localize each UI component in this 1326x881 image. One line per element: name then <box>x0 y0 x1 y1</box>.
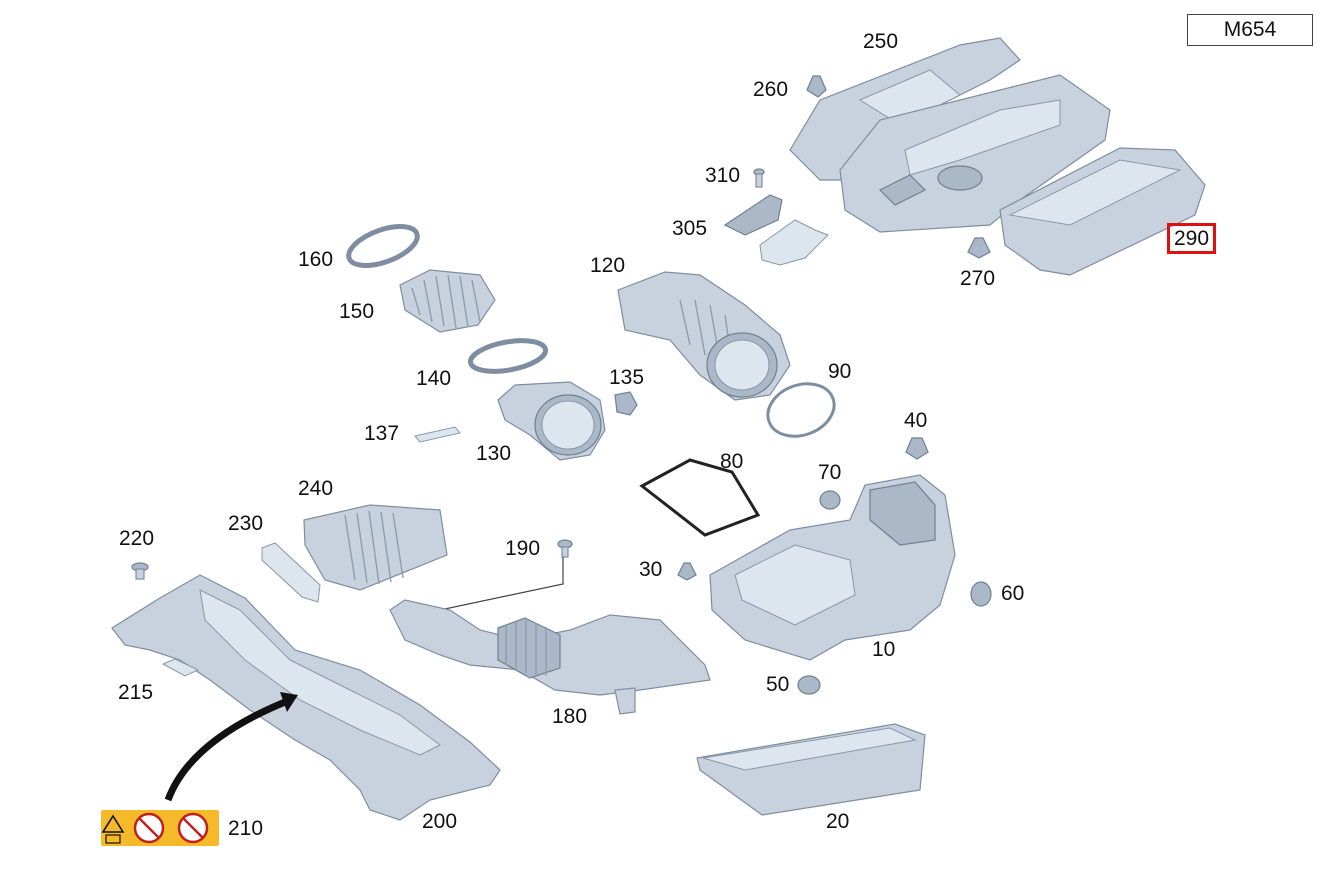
callout-250[interactable]: 250 <box>863 30 899 53</box>
callout-180[interactable]: 180 <box>552 705 588 728</box>
callout-60[interactable]: 60 <box>1001 582 1025 605</box>
part-310-screw <box>753 168 765 188</box>
callout-210[interactable]: 210 <box>228 817 264 840</box>
part-135-sensor <box>614 391 638 416</box>
pointer-arrow <box>164 696 292 802</box>
part-90-seal-ring <box>766 382 836 438</box>
callout-305[interactable]: 305 <box>672 217 708 240</box>
part-160-hose-clamp <box>346 224 420 268</box>
model-code: M654 <box>1223 18 1277 41</box>
part-80-gasket <box>639 458 761 537</box>
callout-230[interactable]: 230 <box>228 512 264 535</box>
part-60-plug <box>970 581 992 607</box>
callout-310[interactable]: 310 <box>705 164 741 187</box>
model-code-box: M654 <box>1187 14 1313 46</box>
part-140-hose-clamp <box>467 338 549 374</box>
callout-130[interactable]: 130 <box>476 442 512 465</box>
part-10-air-filter-housing <box>709 474 956 661</box>
pointer-arrowhead <box>280 692 298 712</box>
part-290-cover-panel <box>999 147 1206 276</box>
callout-10[interactable]: 10 <box>872 638 896 661</box>
part-215-pad <box>161 658 200 677</box>
part-engine-cover-main <box>839 74 1111 233</box>
part-120-intake-duct <box>617 271 791 401</box>
callout-160[interactable]: 160 <box>298 248 334 271</box>
part-137-label <box>414 426 461 443</box>
part-20-air-filter-element <box>696 723 926 816</box>
part-270-grommet <box>967 237 991 259</box>
callout-80[interactable]: 80 <box>720 450 744 473</box>
part-305-bracket <box>723 194 829 266</box>
callout-20[interactable]: 20 <box>826 810 850 833</box>
part-50-rubber-mount <box>797 675 821 695</box>
part-30-grommet <box>677 562 697 581</box>
callout-40[interactable]: 40 <box>904 409 928 432</box>
callout-90[interactable]: 90 <box>828 360 852 383</box>
part-220-clip <box>131 562 149 580</box>
manual-book-icon <box>105 834 121 844</box>
callout-290[interactable]: 290 <box>1166 223 1217 254</box>
part-210-warning-label <box>101 810 219 846</box>
callout-30[interactable]: 30 <box>639 558 663 581</box>
callout-240[interactable]: 240 <box>298 477 334 500</box>
callout-137[interactable]: 137 <box>364 422 400 445</box>
part-250-engine-cover <box>789 37 1021 181</box>
callout-220[interactable]: 220 <box>119 527 155 550</box>
warning-triangle-icon <box>101 814 125 833</box>
part-150-intake-hose <box>399 269 496 333</box>
callout-135[interactable]: 135 <box>609 366 645 389</box>
callout-50[interactable]: 50 <box>766 673 790 696</box>
callout-120[interactable]: 120 <box>590 254 626 277</box>
callout-190[interactable]: 190 <box>505 537 541 560</box>
callout-140[interactable]: 140 <box>416 367 452 390</box>
part-70-cap <box>819 490 841 510</box>
part-200-cowl-panel <box>111 574 501 821</box>
callout-215[interactable]: 215 <box>118 681 154 704</box>
callout-200[interactable]: 200 <box>422 810 458 833</box>
part-230-grille <box>261 542 321 603</box>
part-40-grommet <box>905 437 929 460</box>
part-180-intake-pipe <box>389 599 711 715</box>
callout-150[interactable]: 150 <box>339 300 375 323</box>
part-240-air-duct <box>303 504 448 591</box>
callout-270[interactable]: 270 <box>960 267 996 290</box>
part-260-grommet <box>806 75 827 98</box>
callout-260[interactable]: 260 <box>753 78 789 101</box>
part-130-air-mass-sensor-housing <box>497 381 606 461</box>
callout-70[interactable]: 70 <box>818 461 842 484</box>
